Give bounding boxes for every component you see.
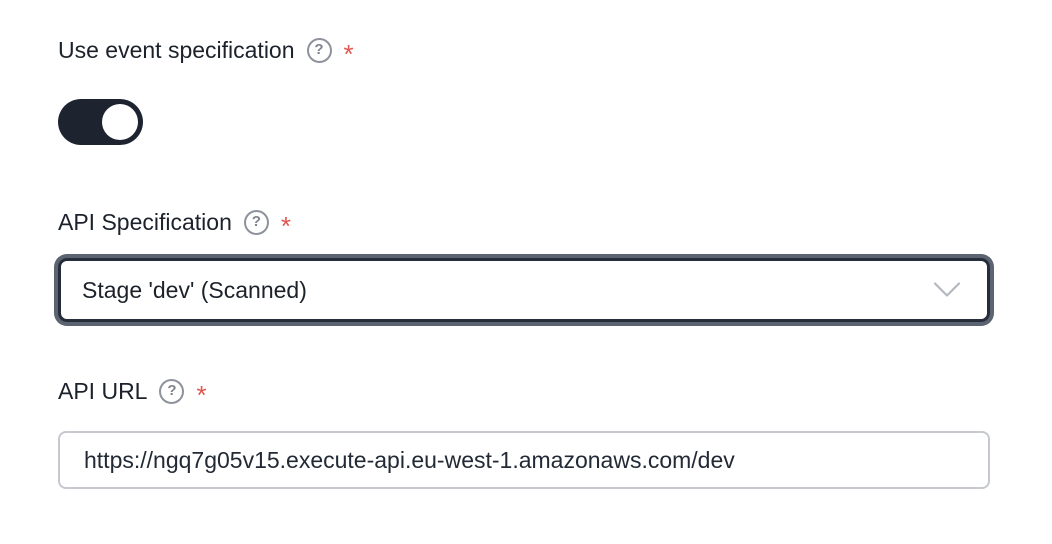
question-circle-icon[interactable]: ?: [243, 209, 269, 235]
toggle-knob: [102, 104, 138, 140]
required-asterisk: *: [196, 380, 207, 410]
api-specification-label: API Specification: [58, 209, 232, 235]
api-url-label-row: API URL ? *: [58, 377, 990, 410]
api-settings-form: Use event specification ? * API Specific…: [58, 36, 990, 489]
question-mark-glyph: ?: [251, 213, 261, 230]
field-api-url: API URL ? *: [58, 377, 990, 489]
question-circle-icon[interactable]: ?: [159, 378, 185, 404]
chevron-down-icon: [933, 282, 961, 299]
question-mark-glyph: ?: [314, 41, 324, 58]
use-event-specification-toggle[interactable]: [58, 99, 143, 145]
required-asterisk: *: [343, 39, 354, 69]
use-event-specification-label-row: Use event specification ? *: [58, 36, 990, 69]
required-asterisk: *: [280, 211, 291, 241]
api-specification-label-row: API Specification ? *: [58, 208, 990, 241]
api-url-label: API URL: [58, 378, 148, 404]
question-circle-icon[interactable]: ?: [306, 37, 332, 63]
api-url-input[interactable]: [58, 431, 990, 489]
field-use-event-specification: Use event specification ? *: [58, 36, 990, 145]
use-event-specification-label: Use event specification: [58, 37, 295, 63]
field-api-specification: API Specification ? * Stage 'dev' (Scann…: [58, 208, 990, 322]
question-mark-glyph: ?: [167, 382, 177, 399]
api-specification-select[interactable]: Stage 'dev' (Scanned): [58, 258, 990, 322]
api-specification-selected-value: Stage 'dev' (Scanned): [82, 276, 307, 303]
